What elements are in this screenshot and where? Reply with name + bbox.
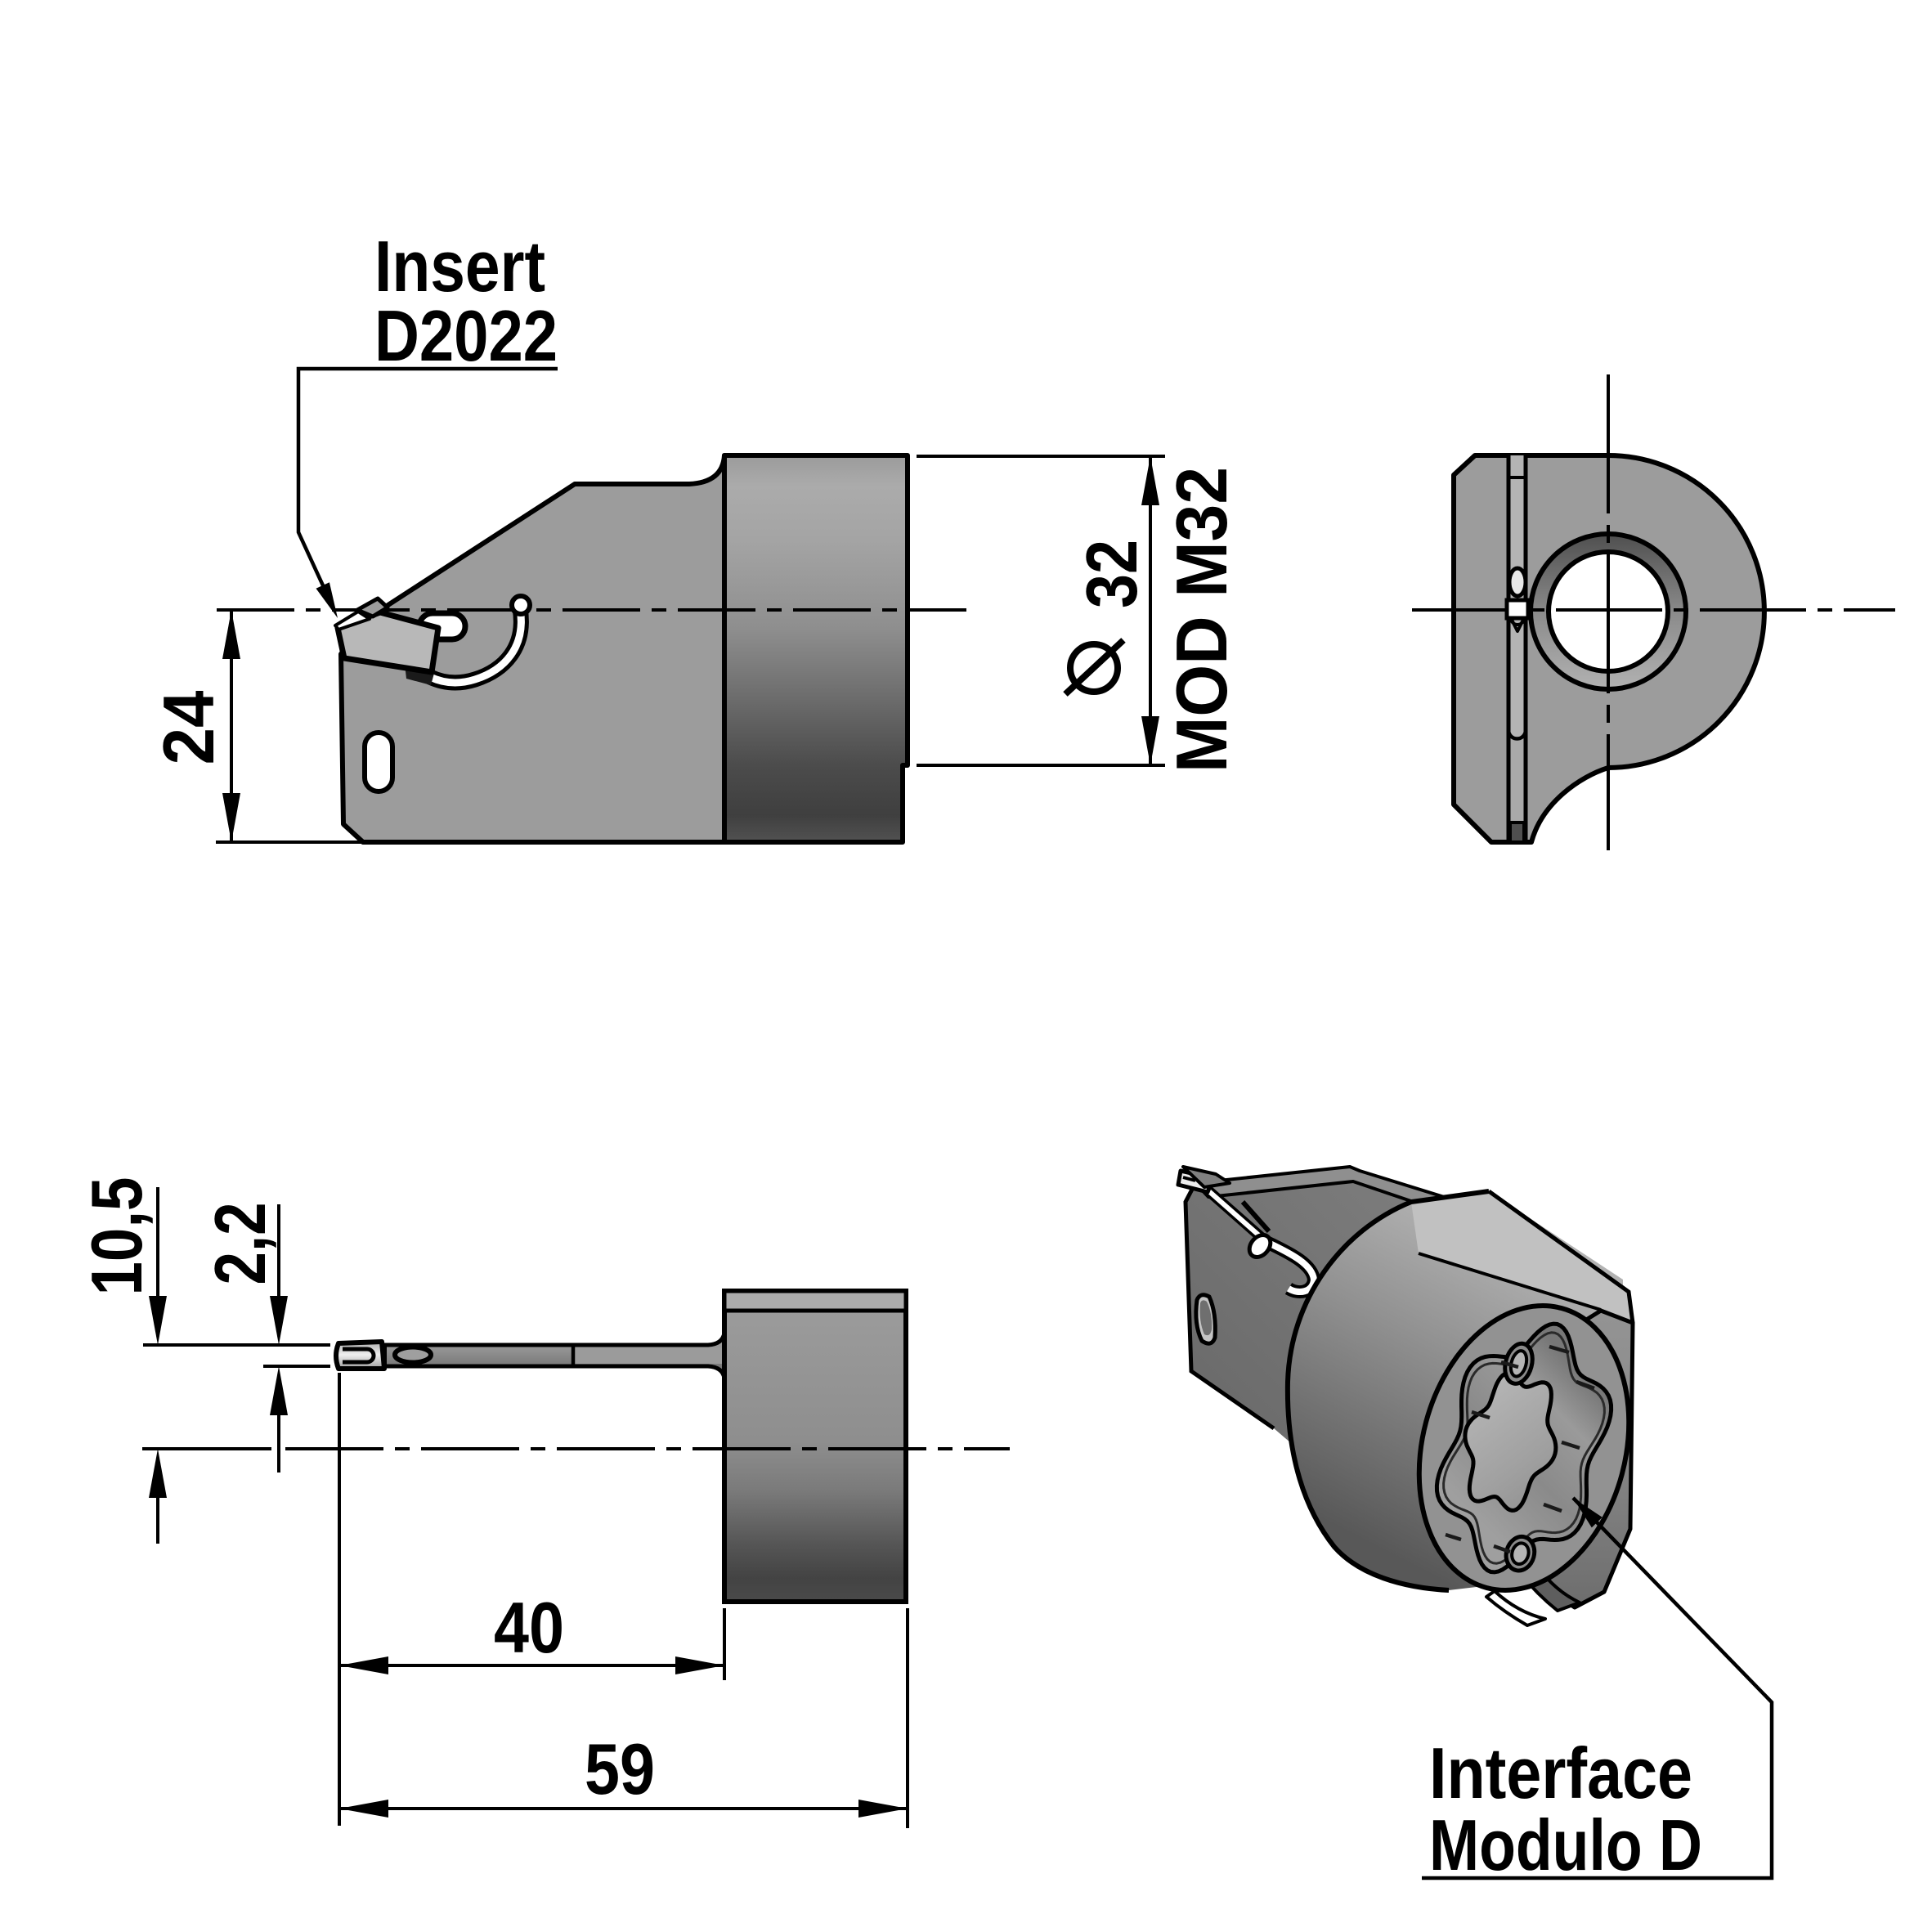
svg-text:D2022: D2022	[374, 295, 558, 376]
svg-text:MOD M32: MOD M32	[1161, 467, 1242, 773]
svg-text:24: 24	[148, 690, 229, 764]
svg-text:Modulo D: Modulo D	[1429, 1804, 1702, 1885]
svg-text:Insert: Insert	[374, 226, 545, 307]
svg-text:32: 32	[1071, 540, 1152, 608]
svg-text:10,5: 10,5	[76, 1177, 157, 1296]
svg-text:Interface: Interface	[1429, 1733, 1692, 1813]
svg-text:2,2: 2,2	[199, 1203, 280, 1285]
svg-text:40: 40	[494, 1587, 564, 1668]
svg-text:59: 59	[585, 1728, 655, 1809]
